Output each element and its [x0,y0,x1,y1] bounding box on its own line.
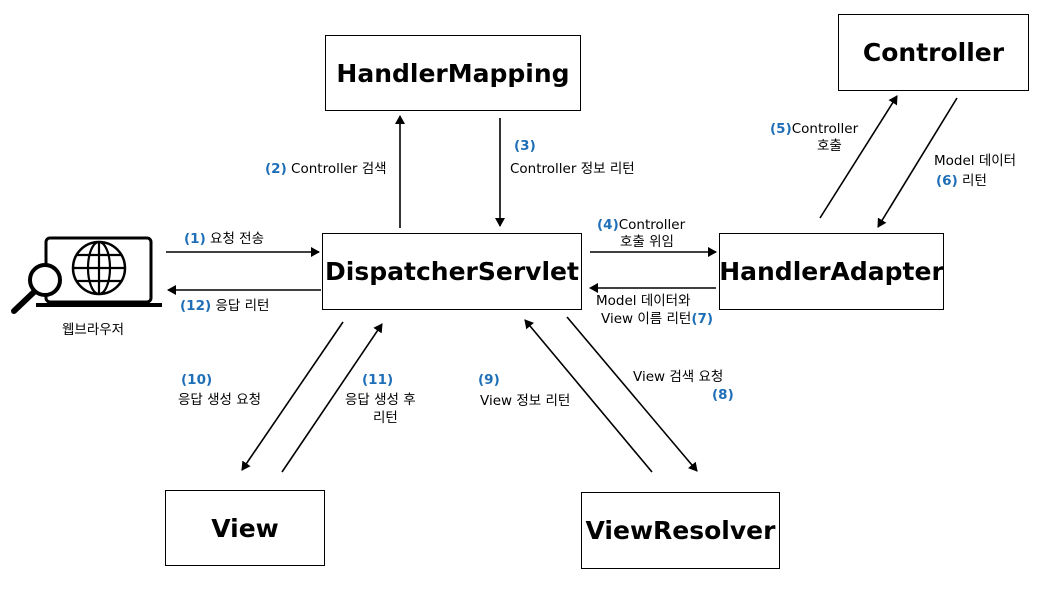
browser-label: 웹브라우저 [62,322,125,338]
arrow-call-controller [819,95,898,219]
step-9-number: (9) [478,372,500,388]
step-4-text-1: Controller [618,217,686,233]
view-resolver-box: ViewResolver [581,492,780,569]
step-6-text-1: Model 데이터 [934,153,1017,169]
step-1-text: 요청 전송 [210,231,265,247]
step-11-number: (11) [362,372,394,388]
arrow-view-search [566,316,698,472]
step-5-label: (5)Controller [770,121,858,138]
view-box: View [165,490,325,566]
step-3-num: (3) [514,138,536,154]
step-7-text-1: Model 데이터와 [596,293,691,309]
step-4-label: (4)Controller [597,217,685,234]
arrow-render-return [281,323,383,473]
step-10-text: 응답 생성 요청 [178,392,262,408]
step-8-number: (8) [712,387,734,403]
step-6-line-2: (6) 리턴 [936,173,987,190]
step-9-text: View 정보 리턴 [480,393,571,409]
laptop-globe-magnifier-icon [11,236,162,314]
step-11-text-2: 리턴 [373,410,398,426]
arrow-render-request [241,321,344,471]
step-5-number: (5) [770,121,792,137]
step-11-number-wrap: (11) [362,372,393,389]
step-7-line-2: View 이름 리턴(7) [601,311,713,328]
step-11-text-1: 응답 생성 후 [345,392,416,408]
step-1-number: (1) [184,231,206,247]
step-1-label: (1) 요청 전송 [184,231,264,248]
step-6-text-2: 리턴 [962,173,987,189]
step-2-number: (2) [265,161,287,177]
step-10-number-wrap: (10) [181,372,212,389]
controller-box: Controller [838,14,1029,91]
arrow-view-info [524,319,653,473]
dispatcher-servlet-box: DispatcherServlet [322,233,582,310]
step-12-text: 응답 리턴 [215,298,270,314]
step-3-text: Controller 정보 리턴 [510,161,635,177]
step-5-text-1: Controller [791,121,859,137]
step-10-number: (10) [181,372,213,388]
step-12-number: (12) [180,298,212,314]
step-12-label: (12) 응답 리턴 [180,298,269,315]
step-4-text-2: 호출 위임 [620,234,674,250]
step-9-number-wrap: (9) [478,372,500,389]
step-3-number: (3) [514,138,536,155]
step-2-label: (2) Controller 검색 [265,161,387,178]
step-7-text-2: View 이름 리턴 [601,311,692,327]
handler-mapping-box: HandlerMapping [325,35,581,111]
step-7-number: (7) [691,311,714,327]
step-8-text: View 검색 요청 [633,369,724,385]
arrow-model-return [877,97,958,228]
step-5-text-2: 호출 [817,138,842,154]
step-2-text: Controller 검색 [291,161,387,177]
step-6-number: (6) [936,173,958,189]
step-8-number-wrap: (8) [712,387,734,404]
handler-adapter-box: HandlerAdapter [719,233,944,310]
step-4-number: (4) [597,217,619,233]
